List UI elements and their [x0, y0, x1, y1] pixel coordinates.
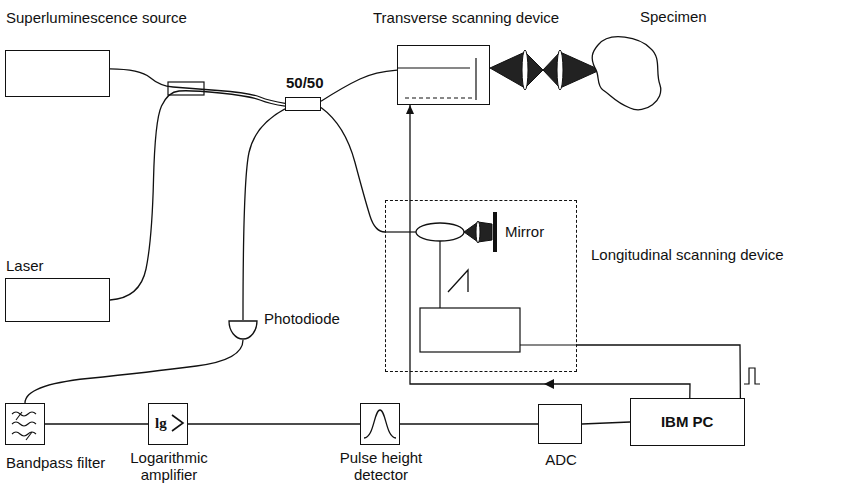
optical-fibre: [321, 70, 397, 101]
ramp-generator: [420, 308, 520, 352]
signal-wire: [582, 422, 630, 424]
amplifier-symbol: [172, 415, 183, 431]
box-label: Logarithmic amplifier: [119, 449, 219, 483]
filter-symbol: [12, 412, 36, 440]
adc-box: ADC: [538, 404, 582, 444]
box-label: ADC: [531, 451, 591, 468]
signal-wire: [400, 423, 538, 424]
box-label: 50/50: [286, 74, 324, 91]
scanner-mirrors: [397, 58, 476, 100]
part-label: Mirror: [505, 223, 544, 240]
signal-wire: [45, 423, 148, 424]
bandpass-filter-box: Bandpass filter: [5, 403, 45, 445]
optical-fibre: [25, 340, 243, 403]
scanner-box: Transverse scanning device: [397, 45, 490, 105]
log-amplifier-box: lgLogarithmic amplifier: [148, 403, 188, 445]
box-text: lg: [155, 415, 167, 432]
box-label: Bandpass filter: [6, 454, 105, 471]
sawtooth-symbol: [448, 270, 468, 292]
box-text: IBM PC: [661, 413, 714, 430]
mirror-symbol: [493, 212, 497, 252]
source-box: Superluminescence source: [5, 50, 110, 97]
photodiode-symbol: [228, 320, 258, 340]
coupler-box: 50/50: [285, 97, 321, 111]
laser-box: Laser: [5, 278, 110, 322]
box-label: Laser: [6, 257, 44, 274]
photodiode: Photodiode: [228, 320, 258, 340]
piezo-disk: [416, 223, 464, 241]
signal-wire: [188, 423, 360, 424]
box-label: Longitudinal scanning device: [591, 246, 784, 263]
optical-fibre: [243, 109, 285, 320]
box-label: Pulse height detector: [326, 449, 436, 483]
optical-fibre: [321, 108, 385, 233]
optical-fibre: [110, 91, 285, 300]
optical-fibre: [110, 69, 285, 104]
pc-box: IBM PC: [630, 398, 745, 446]
box-label: Superluminescence source: [6, 9, 187, 26]
box-label: Photodiode: [264, 310, 340, 327]
specimen-outline: [592, 37, 661, 110]
signal-wire: [577, 345, 740, 398]
bell-curve-symbol: [364, 410, 396, 438]
pulse-symbol: [744, 368, 760, 384]
mirror-beam: [464, 221, 492, 243]
part-label: Specimen: [640, 8, 707, 25]
beam-optics: [490, 50, 600, 90]
drive-wire: [439, 241, 440, 308]
box-label: Transverse scanning device: [373, 9, 559, 26]
fibre: [385, 231, 416, 232]
longitudinal-scanner: Longitudinal scanning device: [385, 200, 577, 372]
pulse-detector-box: Pulse height detector: [360, 403, 400, 445]
trigger-wire: [520, 344, 577, 345]
